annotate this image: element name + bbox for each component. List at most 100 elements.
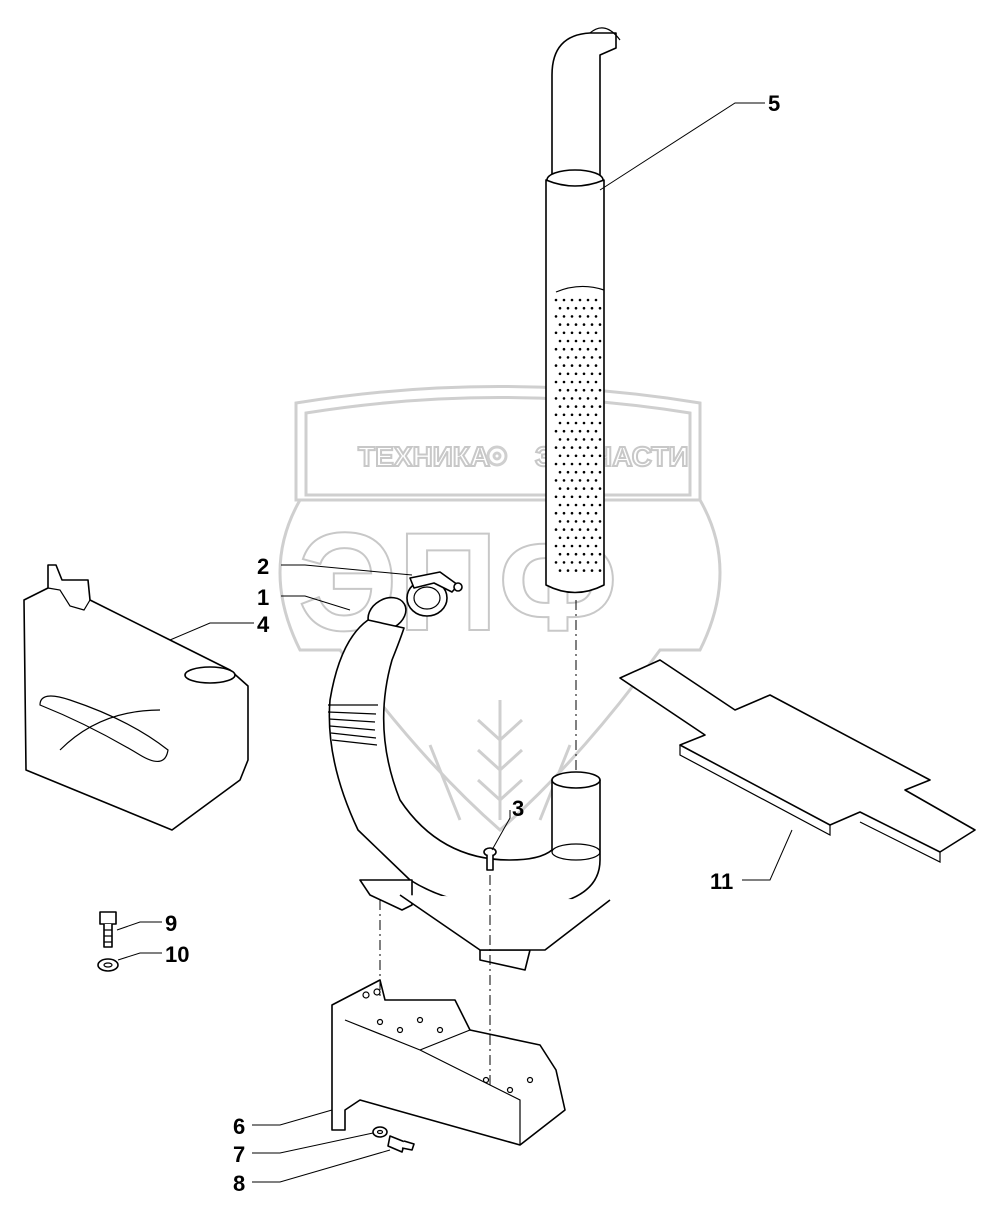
perforation-hole	[582, 388, 586, 392]
perforation-hole	[582, 569, 586, 572]
perforation-hole	[562, 298, 566, 302]
perforation-hole	[598, 306, 602, 310]
perforation-hole	[570, 511, 574, 515]
perforation-hole	[582, 306, 586, 310]
leader-3	[491, 810, 511, 851]
perforation-hole	[590, 520, 594, 523]
perforation-hole	[582, 454, 586, 458]
perforation-hole	[586, 495, 590, 499]
perforation-hole	[578, 561, 582, 564]
perforation-hole	[562, 479, 566, 482]
perforation-hole	[566, 454, 570, 458]
perforation-hole	[566, 552, 570, 556]
perforation-hole	[570, 429, 574, 433]
heat-shield-part	[23, 564, 249, 831]
watermark-shield-top-inner	[304, 396, 692, 497]
perforation-hole	[598, 339, 602, 343]
perforation-hole	[578, 544, 582, 548]
perforation-hole	[598, 454, 602, 458]
perforation-hole	[578, 364, 582, 367]
perforation-hole	[570, 479, 574, 482]
perforation-hole	[586, 315, 590, 318]
perforation-hole	[566, 470, 570, 474]
perforation-hole	[598, 421, 602, 425]
muffler-stack-part	[545, 27, 621, 594]
perforation-hole	[570, 495, 574, 499]
perforation-hole	[566, 388, 570, 392]
wheat-icon	[428, 700, 572, 821]
leader-9	[116, 921, 162, 931]
perforation-hole	[582, 503, 586, 507]
perforation-hole	[594, 528, 598, 531]
clamp-part	[406, 571, 463, 617]
perforation-hole	[570, 413, 574, 417]
perforation-hole	[554, 413, 558, 417]
perforation-hole	[578, 495, 582, 499]
perforation-hole	[594, 364, 598, 367]
perforation-hole	[574, 569, 578, 572]
perforation-hole	[582, 405, 586, 408]
mounting-bracket-part	[331, 979, 566, 1146]
perforation-hole	[574, 372, 578, 376]
perforation-hole	[590, 503, 594, 507]
perforation-hole	[566, 356, 570, 359]
perforation-hole	[558, 356, 562, 359]
perforation-pattern	[554, 298, 602, 572]
perforation-hole	[558, 421, 562, 425]
perforation-hole	[558, 372, 562, 376]
perforation-hole	[594, 298, 598, 302]
perforation-hole	[574, 438, 578, 441]
perforation-hole	[554, 380, 558, 384]
perforation-hole	[562, 380, 566, 384]
perforation-hole	[562, 331, 566, 335]
callout-1: 1	[257, 585, 269, 610]
perforation-hole	[566, 372, 570, 376]
perforation-hole	[562, 511, 566, 515]
perforation-hole	[574, 356, 578, 359]
perforation-hole	[554, 315, 558, 318]
perforation-hole	[554, 479, 558, 482]
perforation-hole	[582, 438, 586, 441]
washer-part-10	[97, 958, 119, 972]
perforation-hole	[554, 397, 558, 400]
perforation-hole	[570, 315, 574, 318]
callout-11: 11	[710, 869, 733, 894]
perforation-hole	[578, 429, 582, 433]
perforation-hole	[586, 413, 590, 417]
perforation-hole	[566, 520, 570, 523]
perforation-hole	[598, 536, 602, 540]
perforation-hole	[578, 446, 582, 449]
perforation-hole	[594, 380, 598, 384]
perforation-hole	[562, 462, 566, 466]
perforation-hole	[582, 487, 586, 490]
perforation-hole	[586, 446, 590, 449]
screw-part	[483, 847, 497, 871]
gasket-plate-part	[619, 659, 976, 863]
leader-lines	[116, 102, 793, 1183]
perforation-hole	[558, 569, 562, 572]
perforation-hole	[562, 347, 566, 351]
perforation-hole	[570, 380, 574, 384]
perforation-hole	[570, 364, 574, 367]
callout-labels: 5 2 1 4 3 11 9 10 6 7 8	[165, 91, 780, 1196]
leader-4	[169, 622, 254, 641]
perforation-hole	[570, 446, 574, 449]
perforation-hole	[594, 479, 598, 482]
leader-10	[117, 952, 162, 961]
perforation-hole	[554, 511, 558, 515]
perforation-hole	[570, 462, 574, 466]
perforation-hole	[554, 495, 558, 499]
perforation-hole	[598, 552, 602, 556]
leader-2	[281, 564, 413, 576]
perforation-hole	[594, 495, 598, 499]
perforation-hole	[574, 454, 578, 458]
perforation-hole	[598, 323, 602, 326]
perforation-hole	[558, 454, 562, 458]
perforation-hole	[574, 520, 578, 523]
callout-5: 5	[768, 91, 780, 116]
perforation-hole	[574, 552, 578, 556]
perforation-hole	[590, 438, 594, 441]
perforation-hole	[574, 388, 578, 392]
callout-3: 3	[512, 796, 524, 821]
